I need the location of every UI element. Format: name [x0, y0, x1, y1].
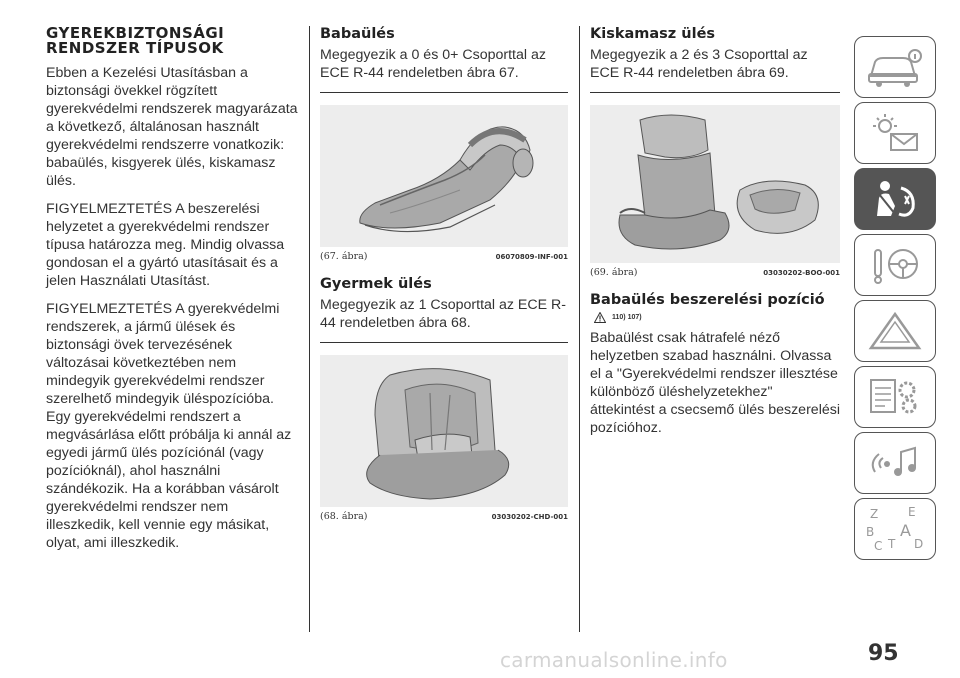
booster-seat-illustration [590, 105, 840, 263]
chapter-tabs: Z E B A C T D [854, 36, 936, 564]
paragraph-babaules: Megegyezik a 0 és 0+ Csoporttal az ECE R… [320, 47, 546, 81]
warning-reference-row: 110) 107) [594, 312, 840, 323]
index-letter: T [887, 537, 896, 551]
figure-68-child-seat [320, 355, 568, 507]
figure-top-rule [320, 92, 568, 93]
warning-triangle-icon [594, 312, 606, 323]
heading-babaules: Babaülés [320, 26, 395, 42]
tab-safety[interactable] [854, 168, 936, 230]
infant-carrier-illustration [320, 105, 568, 247]
starting-driving-icon [874, 249, 918, 284]
index-letter: E [908, 505, 916, 519]
child-seat-illustration [320, 355, 568, 507]
figure-69-code: 03030202-BOO-001 [763, 268, 840, 277]
figure-68-caption-row: (68. ábra) 03030202-CHD-001 [320, 511, 568, 522]
paragraph-kiskamasz: Megegyezik a 2 és 3 Csoporttal az ECE R-… [590, 47, 808, 81]
index-letter: D [914, 537, 923, 551]
heading-kiskamasz: Kiskamasz ülés [590, 26, 716, 42]
watermark: carmanualsonline.info [500, 648, 728, 672]
warning-triangle-icon [868, 311, 922, 350]
figure-68-caption: (68. ábra) [320, 511, 368, 522]
multimedia-icon [871, 446, 916, 476]
column-1: GYEREKBIZTONSÁGI RENDSZER TÍPUSOK Ebben … [46, 26, 298, 678]
intro-paragraph: Ebben a Kezelési Utasításban a biztonság… [46, 65, 298, 189]
section-title: GYEREKBIZTONSÁGI RENDSZER TÍPUSOK [46, 24, 225, 57]
figure-69-caption-row: (69. ábra) 03030202-BOO-001 [590, 267, 840, 278]
figure-68-code: 03030202-CHD-001 [491, 512, 568, 521]
index-letter: Z [870, 507, 878, 521]
paragraph-pozicio: Babaülést csak hátrafelé néző helyzetben… [590, 330, 840, 436]
tab-emergency[interactable] [854, 300, 936, 362]
paragraph-gyermek: Megegyezik az 1 Csoporttal az ECE R-44 r… [320, 297, 567, 331]
safety-seatbelt-icon [877, 181, 915, 217]
heading-gyermek: Gyermek ülés [320, 276, 432, 292]
figure-67-caption-row: (67. ábra) 06070809-INF-001 [320, 251, 568, 262]
tab-index[interactable]: Z E B A C T D [854, 498, 936, 560]
tab-multimedia[interactable] [854, 432, 936, 494]
tab-maintenance[interactable] [854, 366, 936, 428]
figure-69-caption: (69. ábra) [590, 267, 638, 278]
index-letter: B [866, 525, 874, 539]
index-icon: Z E B A C T D [866, 505, 923, 553]
tab-car-info[interactable] [854, 36, 936, 98]
index-letter: C [874, 539, 882, 553]
column-3: Kiskamasz ülés Megegyezik a 2 és 3 Csopo… [590, 26, 840, 678]
warning-paragraph-1: FIGYELMEZTETÉS A beszerelési helyzetet a… [46, 201, 285, 289]
figure-67-caption: (67. ábra) [320, 251, 368, 262]
page-number: 95 [868, 641, 899, 666]
tab-dashboard-lights[interactable] [854, 102, 936, 164]
car-info-icon [868, 49, 922, 87]
tab-starting-driving[interactable] [854, 234, 936, 296]
figure-67-infant-carrier [320, 105, 568, 247]
column-divider-2 [579, 26, 580, 632]
index-letter: A [900, 521, 911, 540]
figure-top-rule [320, 342, 568, 343]
dashboard-lights-icon [873, 114, 918, 151]
figure-67-code: 06070809-INF-001 [495, 252, 568, 261]
column-2: Babaülés Megegyezik a 0 és 0+ Csoporttal… [320, 26, 568, 678]
maintenance-icon [870, 379, 917, 414]
figure-top-rule [590, 92, 840, 93]
warning-refs: 110) 107) [612, 314, 642, 321]
figure-69-booster-seat [590, 105, 840, 263]
heading-pozicio: Babaülés beszerelési pozíció [590, 292, 825, 308]
column-divider-1 [309, 26, 310, 632]
warning-paragraph-2: FIGYELMEZTETÉS A gyerekvédelmi rendszere… [46, 301, 292, 551]
